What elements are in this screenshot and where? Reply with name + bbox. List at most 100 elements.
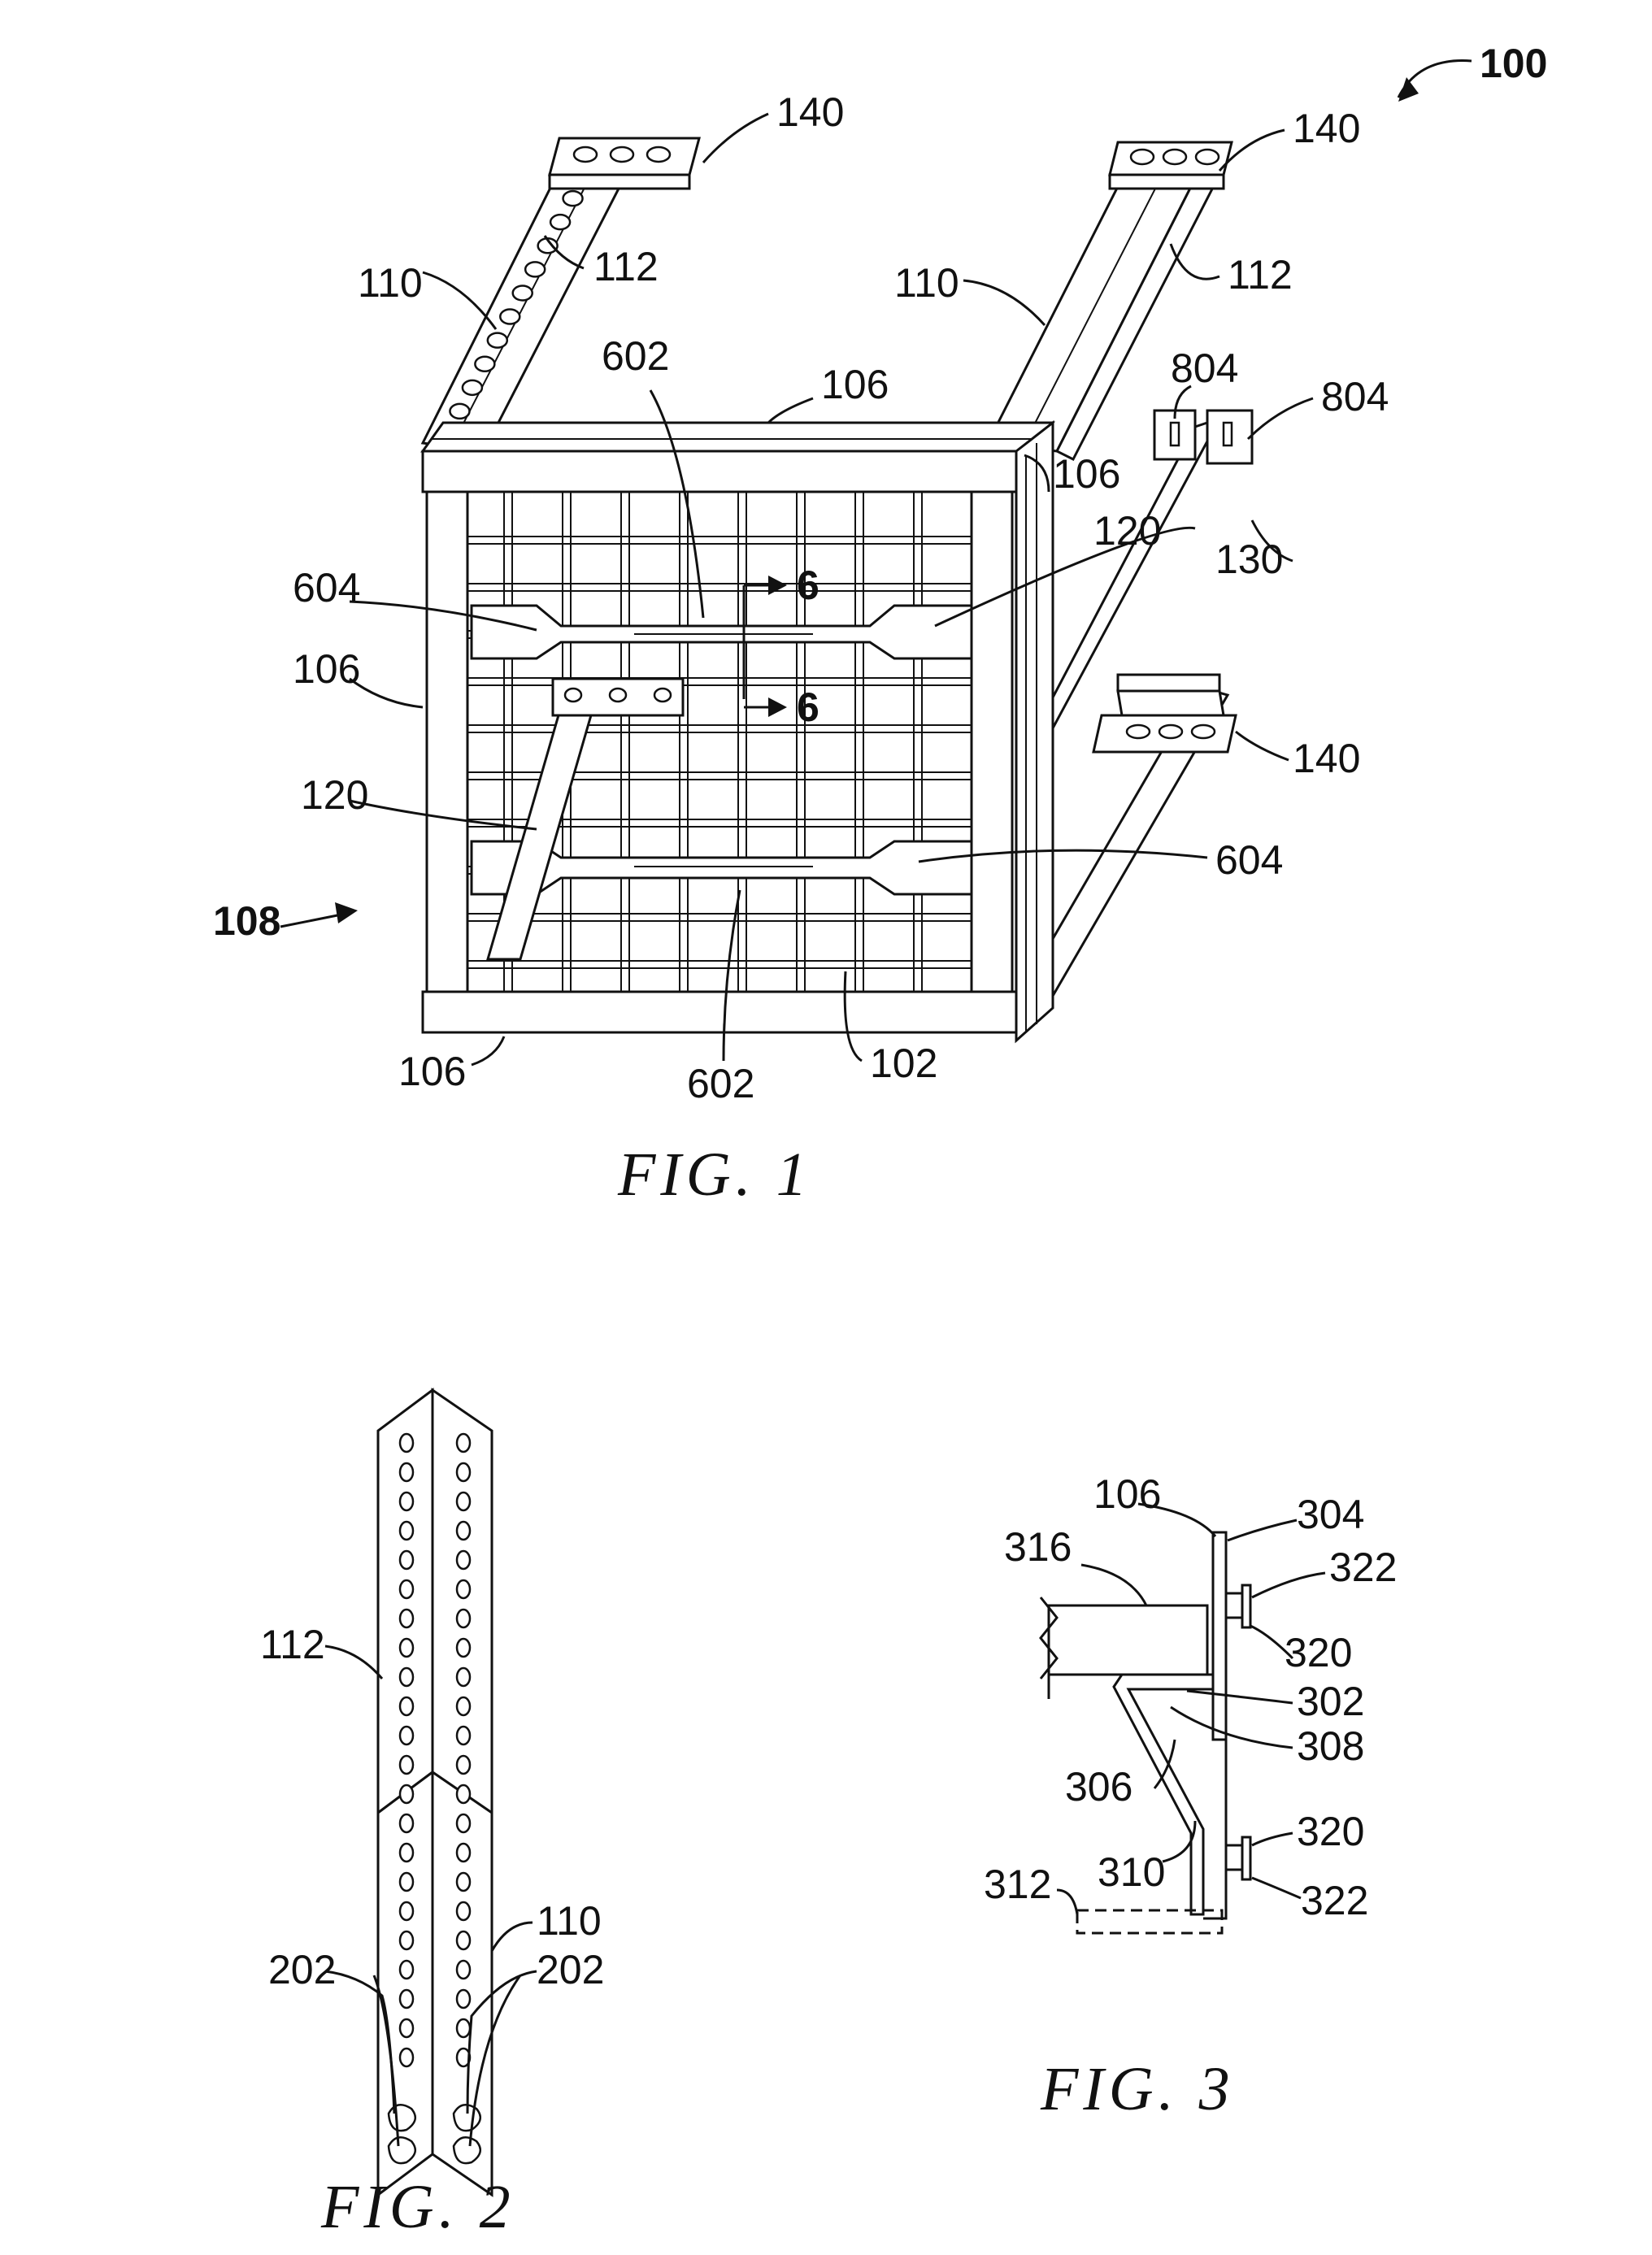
angle-hole [457,1522,470,1540]
angle-hole [400,1873,413,1891]
ref-120-lower: 120 [301,772,368,818]
ref-130: 130 [1215,537,1283,582]
angle-hole [457,1580,470,1598]
angle-hole [400,1844,413,1862]
ref-110-right: 110 [894,260,959,306]
angle-hole [400,1580,413,1598]
rod-hole [513,285,533,300]
angle-hole [400,1814,413,1832]
angle-hole [400,1961,413,1979]
ref-604-right: 604 [1215,837,1283,883]
rod-hole [550,215,570,229]
angle-hole [457,1902,470,1920]
ref-108: 108 [213,898,280,944]
angle-hole [457,1931,470,1949]
angle-hole [400,1990,413,2008]
ref-202-right: 202 [537,1947,604,1992]
angle-hole [400,2019,413,2037]
figure-3: 106 304 316 322 320 302 308 306 320 312 … [984,1471,1397,2123]
ref-110-left: 110 [358,260,423,306]
figure-1: 6 6 [213,41,1547,1209]
angle-hole [400,1551,413,1569]
angle-member [378,1390,492,2195]
ref-100: 100 [1480,41,1547,86]
ref-322-top: 322 [1329,1545,1397,1590]
ref-140-right: 140 [1293,106,1360,151]
angle-hole [400,1697,413,1715]
angle-hole [457,1610,470,1627]
angle-hole [400,1931,413,1949]
angle-hole [457,1434,470,1452]
ref-602-bottom: 602 [687,1061,754,1106]
ref-120-upper: 120 [1093,508,1161,554]
rod-hole [463,380,482,395]
rod-hole [500,310,520,324]
angle-hole [457,1785,470,1803]
rod-hole [563,191,583,206]
angle-hole [400,1785,413,1803]
angle-hole [457,1844,470,1862]
angle-hole [457,1697,470,1715]
strap-upper [472,606,972,658]
angle-hole [457,1961,470,1979]
angle-hole [400,1727,413,1744]
rod-hole [488,333,507,348]
figure-2: 112 110 202 202 FIG. 2 [260,1390,604,2241]
section-6-bottom-label: 6 [797,684,819,730]
angle-hole [457,2019,470,2037]
angle-hole [457,1873,470,1891]
rod-hole [450,404,469,419]
figure-1-caption: FIG. 1 [617,1141,812,1209]
angle-hole [400,1902,413,1920]
ref-106-top: 106 [821,362,889,407]
ref-308: 308 [1297,1723,1364,1769]
ref-602-top: 602 [602,333,669,379]
ref-304: 304 [1297,1492,1364,1537]
figure-2-caption: FIG. 2 [320,2173,515,2241]
ref-140-lower: 140 [1293,736,1360,781]
angle-hole [400,1610,413,1627]
angle-hole [400,1639,413,1657]
angle-hole [457,1492,470,1510]
ref-106-bottom: 106 [398,1049,466,1094]
ref-140-left: 140 [776,89,844,135]
rod-hole [525,262,545,276]
ref-804-right: 804 [1321,374,1389,419]
ref-102: 102 [870,1041,937,1086]
angle-hole [457,1814,470,1832]
ref-306: 306 [1065,1764,1132,1810]
angle-hole [457,1639,470,1657]
ref-106: 106 [1093,1471,1161,1517]
ref-202-left: 202 [268,1947,336,1992]
angle-hole [457,1551,470,1569]
angle-hole [400,1463,413,1481]
angle-hole [400,1756,413,1774]
ref-320-top: 320 [1285,1630,1352,1675]
ref-110: 110 [537,1898,602,1944]
ref-310: 310 [1098,1849,1165,1895]
figure-3-caption: FIG. 3 [1040,2055,1235,2123]
angle-hole [400,2049,413,2066]
angle-hole [400,1434,413,1452]
angle-hole [457,1990,470,2008]
ref-106-left: 106 [293,646,360,692]
ref-106-right: 106 [1053,451,1120,497]
ref-320-bottom: 320 [1297,1809,1364,1854]
angle-hole [400,1522,413,1540]
section-line-6: 6 6 [744,563,819,730]
ref-112-right: 112 [1228,252,1293,298]
angle-hole [457,1668,470,1686]
ref-112: 112 [260,1622,325,1667]
angle-hole [457,1727,470,1744]
angle-hole [400,1668,413,1686]
ref-302: 302 [1297,1679,1364,1724]
angle-hole [457,1463,470,1481]
ref-112-left: 112 [593,244,659,289]
ref-804-left: 804 [1171,345,1238,391]
ref-316: 316 [1004,1524,1072,1570]
rod-hole [475,357,494,371]
section-6-top-label: 6 [797,563,819,608]
angle-hole [457,1756,470,1774]
ref-604-left: 604 [293,565,360,610]
